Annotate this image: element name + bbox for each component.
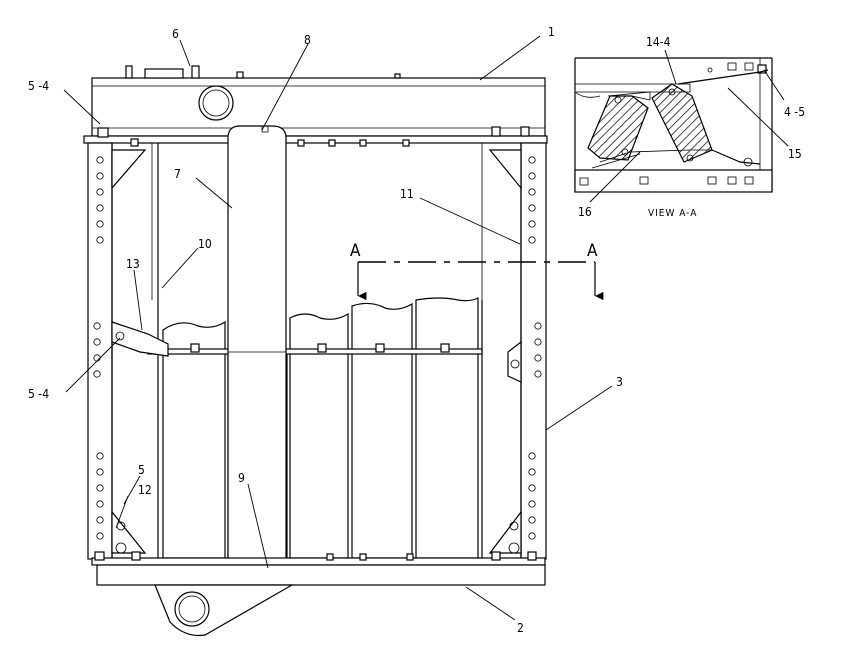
- callout-16: 16: [578, 205, 592, 219]
- callout-11: 11: [400, 187, 414, 201]
- callout-12: 12: [138, 483, 152, 497]
- callout-2: 2: [517, 621, 524, 635]
- right-side-frame: [481, 142, 547, 560]
- center-column: [227, 125, 287, 575]
- callout-1: 1: [548, 25, 555, 39]
- callout-5-4-top: 5 -4: [28, 79, 49, 93]
- callout-10: 10: [198, 237, 212, 251]
- section-line-a-a: A A: [350, 241, 604, 301]
- left-side-frame: [87, 142, 159, 560]
- section-letter-left: A: [350, 241, 361, 261]
- callout-3: 3: [616, 375, 623, 389]
- view-a-a-label: VIEW A-A: [648, 208, 697, 219]
- top-tank: [91, 65, 546, 137]
- callout-5-4-mid: 5 -4: [28, 387, 49, 401]
- callout-14-4: 14-4: [646, 35, 671, 49]
- view-a-a-inset: [574, 57, 773, 193]
- top-flange: [83, 126, 548, 147]
- callout-7: 7: [174, 167, 181, 181]
- leader-lines: [63, 35, 789, 621]
- callout-4-5: 4 -5: [784, 105, 805, 119]
- callout-9: 9: [238, 471, 245, 485]
- callout-15: 15: [788, 147, 802, 161]
- baffle-panels: [111, 297, 483, 559]
- callout-5: 5: [138, 463, 145, 477]
- bottom-tank: [91, 551, 546, 637]
- callout-labels: 1 2 3 5 -4 5 -4 5 6 7 8 9 10 11 12 13 14…: [28, 25, 805, 635]
- callout-6: 6: [172, 27, 179, 41]
- section-letter-right: A: [587, 241, 598, 261]
- callout-8: 8: [304, 33, 311, 47]
- callout-13: 13: [126, 257, 140, 271]
